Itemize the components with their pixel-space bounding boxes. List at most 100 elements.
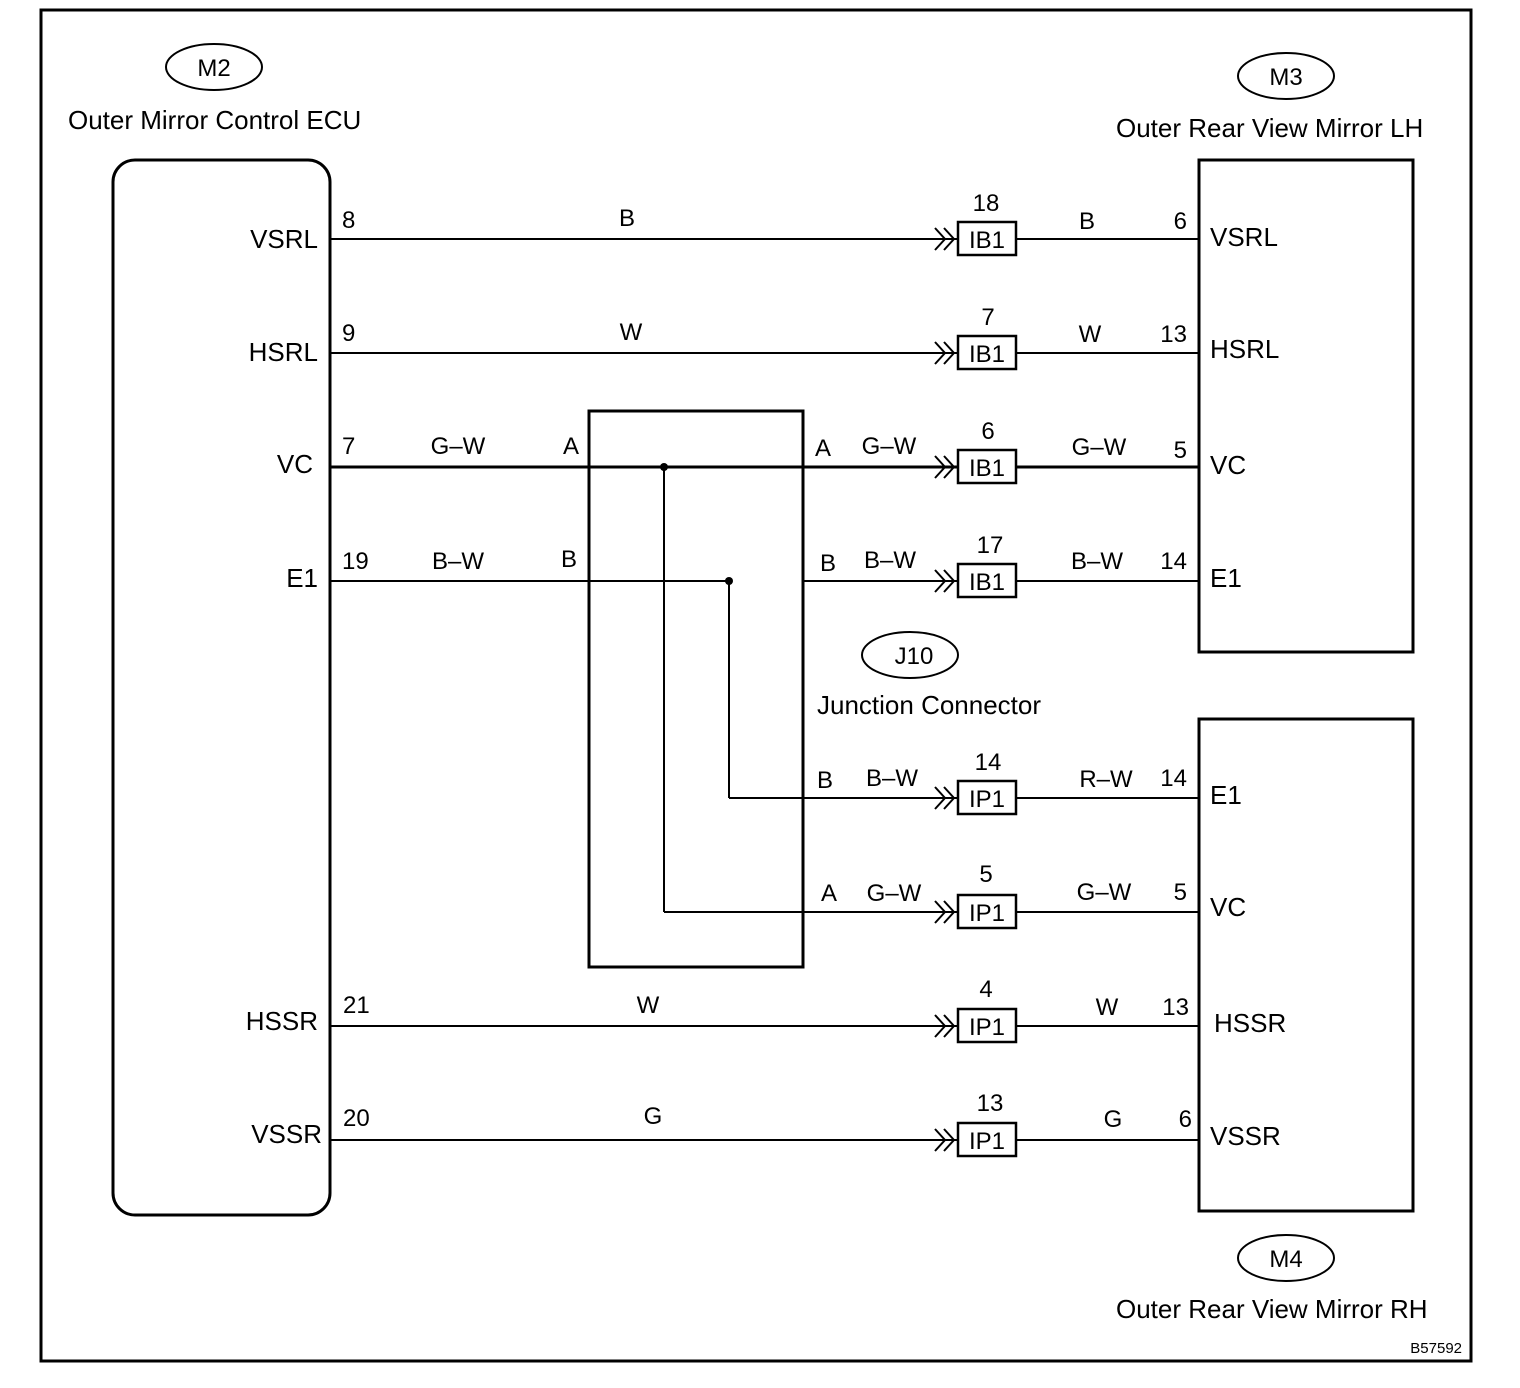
mirror-terminal-vc-rh: VC <box>1210 892 1246 922</box>
ecu-pin-vsrl: 8 <box>342 207 355 234</box>
inline-connectors <box>934 220 1018 1158</box>
junction-in-e1: B <box>561 546 577 573</box>
mirror-wire-color-vssr: G <box>1104 1106 1123 1133</box>
ecu-component: M2 Outer Mirror Control ECU <box>68 43 361 1217</box>
connector-vc-lh <box>934 448 1018 485</box>
junction-out-e1-rh: B <box>817 767 833 794</box>
junction-out-vc-rh: A <box>821 880 837 907</box>
connector-pin-e1-lh: 17 <box>977 532 1004 559</box>
mirror-wire-color-e1-lh: B–W <box>1071 548 1123 575</box>
mirror-rh-code: M4 <box>1269 1246 1302 1273</box>
connector-pin-hssr: 4 <box>979 976 992 1003</box>
wire-color-e1: B–W <box>432 548 484 575</box>
connector-e1-lh <box>934 562 1018 599</box>
mirror-lh-box <box>1197 158 1415 654</box>
mirror-wire-color-hsrl: W <box>1079 321 1102 348</box>
mirror-rh-code-ellipse <box>1237 1234 1335 1282</box>
mirror-pin-e1-rh: 14 <box>1160 765 1187 792</box>
ecu-pin-vssr: 20 <box>343 1105 370 1132</box>
mirror-pin-vc-lh: 5 <box>1174 437 1187 464</box>
mirror-pin-vsrl: 6 <box>1174 208 1187 235</box>
ecu-box <box>111 158 332 1217</box>
mirror-lh-code-ellipse <box>1237 52 1335 100</box>
ecu-terminal-hsrl: HSRL <box>249 337 318 367</box>
mirror-rh-component: M4 Outer Rear View Mirror RH <box>1116 717 1428 1324</box>
mirror-wire-color-e1-rh: R–W <box>1079 766 1133 793</box>
connector-pin-e1-rh: 14 <box>975 749 1002 776</box>
ecu-name: Outer Mirror Control ECU <box>68 105 361 135</box>
ecu-code-ellipse <box>165 43 263 91</box>
junction-component: J10 Junction Connector <box>587 409 1041 969</box>
mirror-wire-color-vc-rh: G–W <box>1077 879 1132 906</box>
junction-box <box>587 409 805 969</box>
diagram-frame <box>39 8 1473 1363</box>
mirror-pin-vssr: 6 <box>1179 1106 1192 1133</box>
connector-name-vsrl: IB1 <box>969 227 1005 254</box>
mirror-rh-name: Outer Rear View Mirror RH <box>1116 1294 1428 1324</box>
connector-name-vssr: IP1 <box>969 1128 1005 1155</box>
connector-e1-rh <box>934 779 1018 816</box>
connector-pin-vc-rh: 5 <box>979 861 992 888</box>
junction-code-ellipse <box>861 631 959 679</box>
mirror-terminal-e1-rh: E1 <box>1210 780 1242 810</box>
connector-name-e1-lh: IB1 <box>969 569 1005 596</box>
mirror-pin-vc-rh: 5 <box>1174 879 1187 906</box>
connector-pin-vsrl: 18 <box>973 190 1000 217</box>
mirror-pin-hsrl: 13 <box>1160 321 1187 348</box>
wire-color-hssr: W <box>637 992 660 1019</box>
junction-out-e1-lh: B <box>820 550 836 577</box>
junction-in-vc: A <box>563 433 579 460</box>
mirror-lh-name: Outer Rear View Mirror LH <box>1116 113 1423 143</box>
connector-name-vc-rh: IP1 <box>969 900 1005 927</box>
connector-hssr <box>934 1007 1018 1044</box>
ecu-terminal-hssr: HSSR <box>246 1006 318 1036</box>
ecu-pin-hssr: 21 <box>343 992 370 1019</box>
junction-name: Junction Connector <box>817 690 1041 720</box>
mirror-terminal-hsrl: HSRL <box>1210 334 1279 364</box>
mirror-wire-color-hssr: W <box>1096 994 1119 1021</box>
connector-vsrl <box>934 220 1018 257</box>
ecu-pin-vc: 7 <box>342 433 355 460</box>
connector-name-e1-rh: IP1 <box>969 786 1005 813</box>
ecu-pin-e1: 19 <box>342 548 369 575</box>
connector-vssr <box>934 1121 1018 1158</box>
wires <box>330 238 1199 1141</box>
mirror-lh-component: M3 Outer Rear View Mirror LH <box>1116 52 1423 654</box>
connector-pin-vssr: 13 <box>977 1090 1004 1117</box>
out-wire-color-e1-lh: B–W <box>864 547 916 574</box>
ecu-terminal-vsrl: VSRL <box>250 224 318 254</box>
mirror-lh-code: M3 <box>1269 64 1302 91</box>
ecu-pin-hsrl: 9 <box>342 320 355 347</box>
wire-color-vc: G–W <box>431 433 486 460</box>
connector-vc-rh <box>934 893 1018 930</box>
wire-color-hsrl: W <box>620 319 643 346</box>
connector-pin-hsrl: 7 <box>981 304 994 331</box>
ecu-terminal-e1: E1 <box>286 563 318 593</box>
mirror-wire-color-vsrl: B <box>1079 208 1095 235</box>
wire-color-vsrl: B <box>619 205 635 232</box>
figure-id: B57592 <box>1410 1340 1462 1357</box>
junction-out-vc-lh: A <box>815 435 831 462</box>
mirror-terminal-vc-lh: VC <box>1210 450 1246 480</box>
mirror-terminal-vsrl: VSRL <box>1210 222 1278 252</box>
ecu-terminal-vc: VC <box>277 449 313 479</box>
ecu-code: M2 <box>197 55 230 82</box>
mirror-pin-hssr: 13 <box>1162 994 1189 1021</box>
ecu-terminal-vssr: VSSR <box>251 1119 322 1149</box>
connector-name-vc-lh: IB1 <box>969 455 1005 482</box>
mirror-wire-color-vc-lh: G–W <box>1072 434 1127 461</box>
connector-name-hssr: IP1 <box>969 1014 1005 1041</box>
connector-pin-vc-lh: 6 <box>981 418 994 445</box>
out-wire-color-vc-rh: G–W <box>867 880 922 907</box>
connector-name-hsrl: IB1 <box>969 341 1005 368</box>
out-wire-color-vc-lh: G–W <box>862 433 917 460</box>
mirror-terminal-e1-lh: E1 <box>1210 563 1242 593</box>
mirror-pin-e1-lh: 14 <box>1160 548 1187 575</box>
mirror-terminal-vssr: VSSR <box>1210 1121 1281 1151</box>
wire-color-vssr: G <box>644 1103 663 1130</box>
connector-hsrl <box>934 334 1018 371</box>
junction-code: J10 <box>895 643 934 670</box>
out-wire-color-e1-rh: B–W <box>866 765 918 792</box>
mirror-terminal-hssr: HSSR <box>1214 1008 1286 1038</box>
